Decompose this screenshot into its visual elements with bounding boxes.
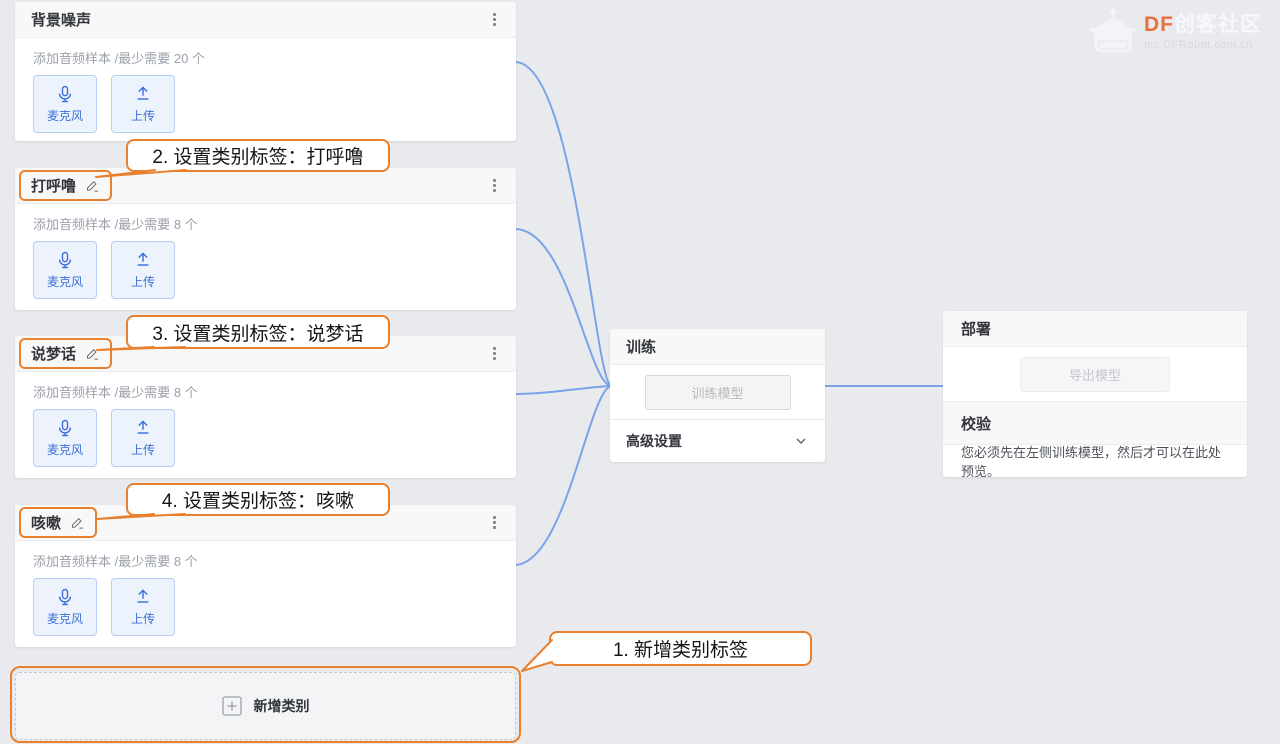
microphone-icon xyxy=(58,251,72,269)
microphone-button[interactable]: 麦克风 xyxy=(33,409,97,467)
upload-label: 上传 xyxy=(130,275,155,289)
advanced-settings-label: 高级设置 xyxy=(626,432,682,449)
advanced-settings-row[interactable]: 高级设置 xyxy=(610,419,825,461)
upload-label: 上传 xyxy=(130,109,155,123)
connector-class1-training xyxy=(514,61,612,387)
connector-class3-training xyxy=(514,385,612,395)
class-title-highlight: 咳嗽 xyxy=(19,507,98,538)
edit-pencil-icon[interactable] xyxy=(85,178,100,193)
microphone-icon xyxy=(58,419,72,437)
brand-df: DF xyxy=(1144,12,1174,36)
annotation-step1: 1. 新增类别标签 xyxy=(549,631,812,666)
deploy-header: 部署 xyxy=(943,311,1247,347)
upload-icon xyxy=(137,252,149,266)
class-title-highlight: 说梦话 xyxy=(19,338,113,369)
microphone-button[interactable]: 麦克风 xyxy=(33,578,97,636)
microphone-icon xyxy=(58,588,72,606)
add-class-label: 新增类别 xyxy=(253,698,310,714)
class-card-cough: 咳嗽 添加音频样本 /最少需要 8 个 麦克风 上传 xyxy=(15,505,516,647)
kebab-menu-icon[interactable] xyxy=(489,9,500,30)
class-card-background-noise: 背景噪声 添加音频样本 /最少需要 20 个 麦克风 上传 xyxy=(15,2,516,141)
class-card-header: 打呼噜 xyxy=(15,168,516,204)
class-card-body: 添加音频样本 /最少需要 20 个 麦克风 上传 xyxy=(15,38,516,133)
plus-icon xyxy=(221,696,242,716)
sample-hint: 添加音频样本 /最少需要 8 个 xyxy=(33,217,198,232)
dfrobot-logo: DF创客社区 mc.DFRobot.com.cn xyxy=(1090,8,1262,56)
annotation-step2: 2. 设置类别标签：打呼噜 xyxy=(126,139,390,172)
connector-class4-training xyxy=(514,385,612,566)
microphone-button[interactable]: 麦克风 xyxy=(33,241,97,299)
microphone-label: 麦克风 xyxy=(46,275,83,289)
class-card-header: 说梦话 xyxy=(15,336,516,372)
add-class-button[interactable]: 新增类别 xyxy=(15,672,516,740)
microphone-icon xyxy=(58,85,72,103)
class-card-body: 添加音频样本 /最少需要 8 个 麦克风 上传 xyxy=(15,541,516,636)
deploy-panel: 部署 导出模型 校验 您必须先在左侧训练模型，然后才可以在此处预览。 xyxy=(943,311,1247,479)
upload-icon xyxy=(137,420,149,434)
sample-hint: 添加音频样本 /最少需要 8 个 xyxy=(33,385,198,400)
class-title: 背景噪声 xyxy=(31,12,92,29)
upload-button[interactable]: 上传 xyxy=(111,409,175,467)
edit-pencil-icon[interactable] xyxy=(70,515,85,530)
kebab-menu-icon[interactable] xyxy=(489,512,500,533)
class-card-body: 添加音频样本 /最少需要 8 个 麦克风 上传 xyxy=(15,204,516,299)
training-panel: 训练 训练模型 高级设置 xyxy=(610,329,825,462)
export-model-button[interactable]: 导出模型 xyxy=(1020,356,1170,392)
validate-message: 您必须先在左侧训练模型，然后才可以在此处预览。 xyxy=(961,444,1222,479)
train-model-button[interactable]: 训练模型 xyxy=(644,374,791,410)
chevron-down-icon[interactable] xyxy=(793,433,809,449)
class-card-header: 背景噪声 xyxy=(15,2,516,38)
kebab-menu-icon[interactable] xyxy=(489,343,500,364)
brand-url: mc.DFRobot.com.cn xyxy=(1144,38,1253,51)
class-card-body: 添加音频样本 /最少需要 8 个 麦克风 上传 xyxy=(15,372,516,467)
class-title: 咳嗽 xyxy=(31,515,62,532)
class-title-highlight: 打呼噜 xyxy=(19,170,113,201)
microphone-label: 麦克风 xyxy=(46,612,83,626)
brand-name: DF创客社区 xyxy=(1144,13,1262,37)
upload-button[interactable]: 上传 xyxy=(111,75,175,133)
class-card-snore: 打呼噜 添加音频样本 /最少需要 8 个 麦克风 上传 xyxy=(15,168,516,310)
kebab-menu-icon[interactable] xyxy=(489,175,500,196)
upload-icon xyxy=(137,589,149,603)
edit-pencil-icon[interactable] xyxy=(85,346,100,361)
annotation-step4: 4. 设置类别标签：咳嗽 xyxy=(126,483,390,516)
robot-head-icon xyxy=(1090,8,1136,52)
upload-button[interactable]: 上传 xyxy=(111,241,175,299)
microphone-label: 麦克风 xyxy=(46,109,83,123)
upload-label: 上传 xyxy=(130,612,155,626)
upload-button[interactable]: 上传 xyxy=(111,578,175,636)
upload-label: 上传 xyxy=(130,443,155,457)
sample-hint: 添加音频样本 /最少需要 20 个 xyxy=(33,51,205,66)
annotation-step3: 3. 设置类别标签：说梦话 xyxy=(126,315,390,349)
connector-class2-training xyxy=(514,228,612,387)
validate-header: 校验 xyxy=(943,401,1247,445)
class-title: 打呼噜 xyxy=(31,178,77,195)
brand-rest: 创客社区 xyxy=(1174,12,1262,36)
training-header: 训练 xyxy=(610,329,825,365)
microphone-label: 麦克风 xyxy=(46,443,83,457)
sample-hint: 添加音频样本 /最少需要 8 个 xyxy=(33,554,198,569)
microphone-button[interactable]: 麦克风 xyxy=(33,75,97,133)
annotation-tail-step1 xyxy=(521,639,553,672)
class-title: 说梦话 xyxy=(31,346,77,363)
class-card-sleep-talk: 说梦话 添加音频样本 /最少需要 8 个 麦克风 上传 xyxy=(15,336,516,478)
upload-icon xyxy=(137,86,149,100)
